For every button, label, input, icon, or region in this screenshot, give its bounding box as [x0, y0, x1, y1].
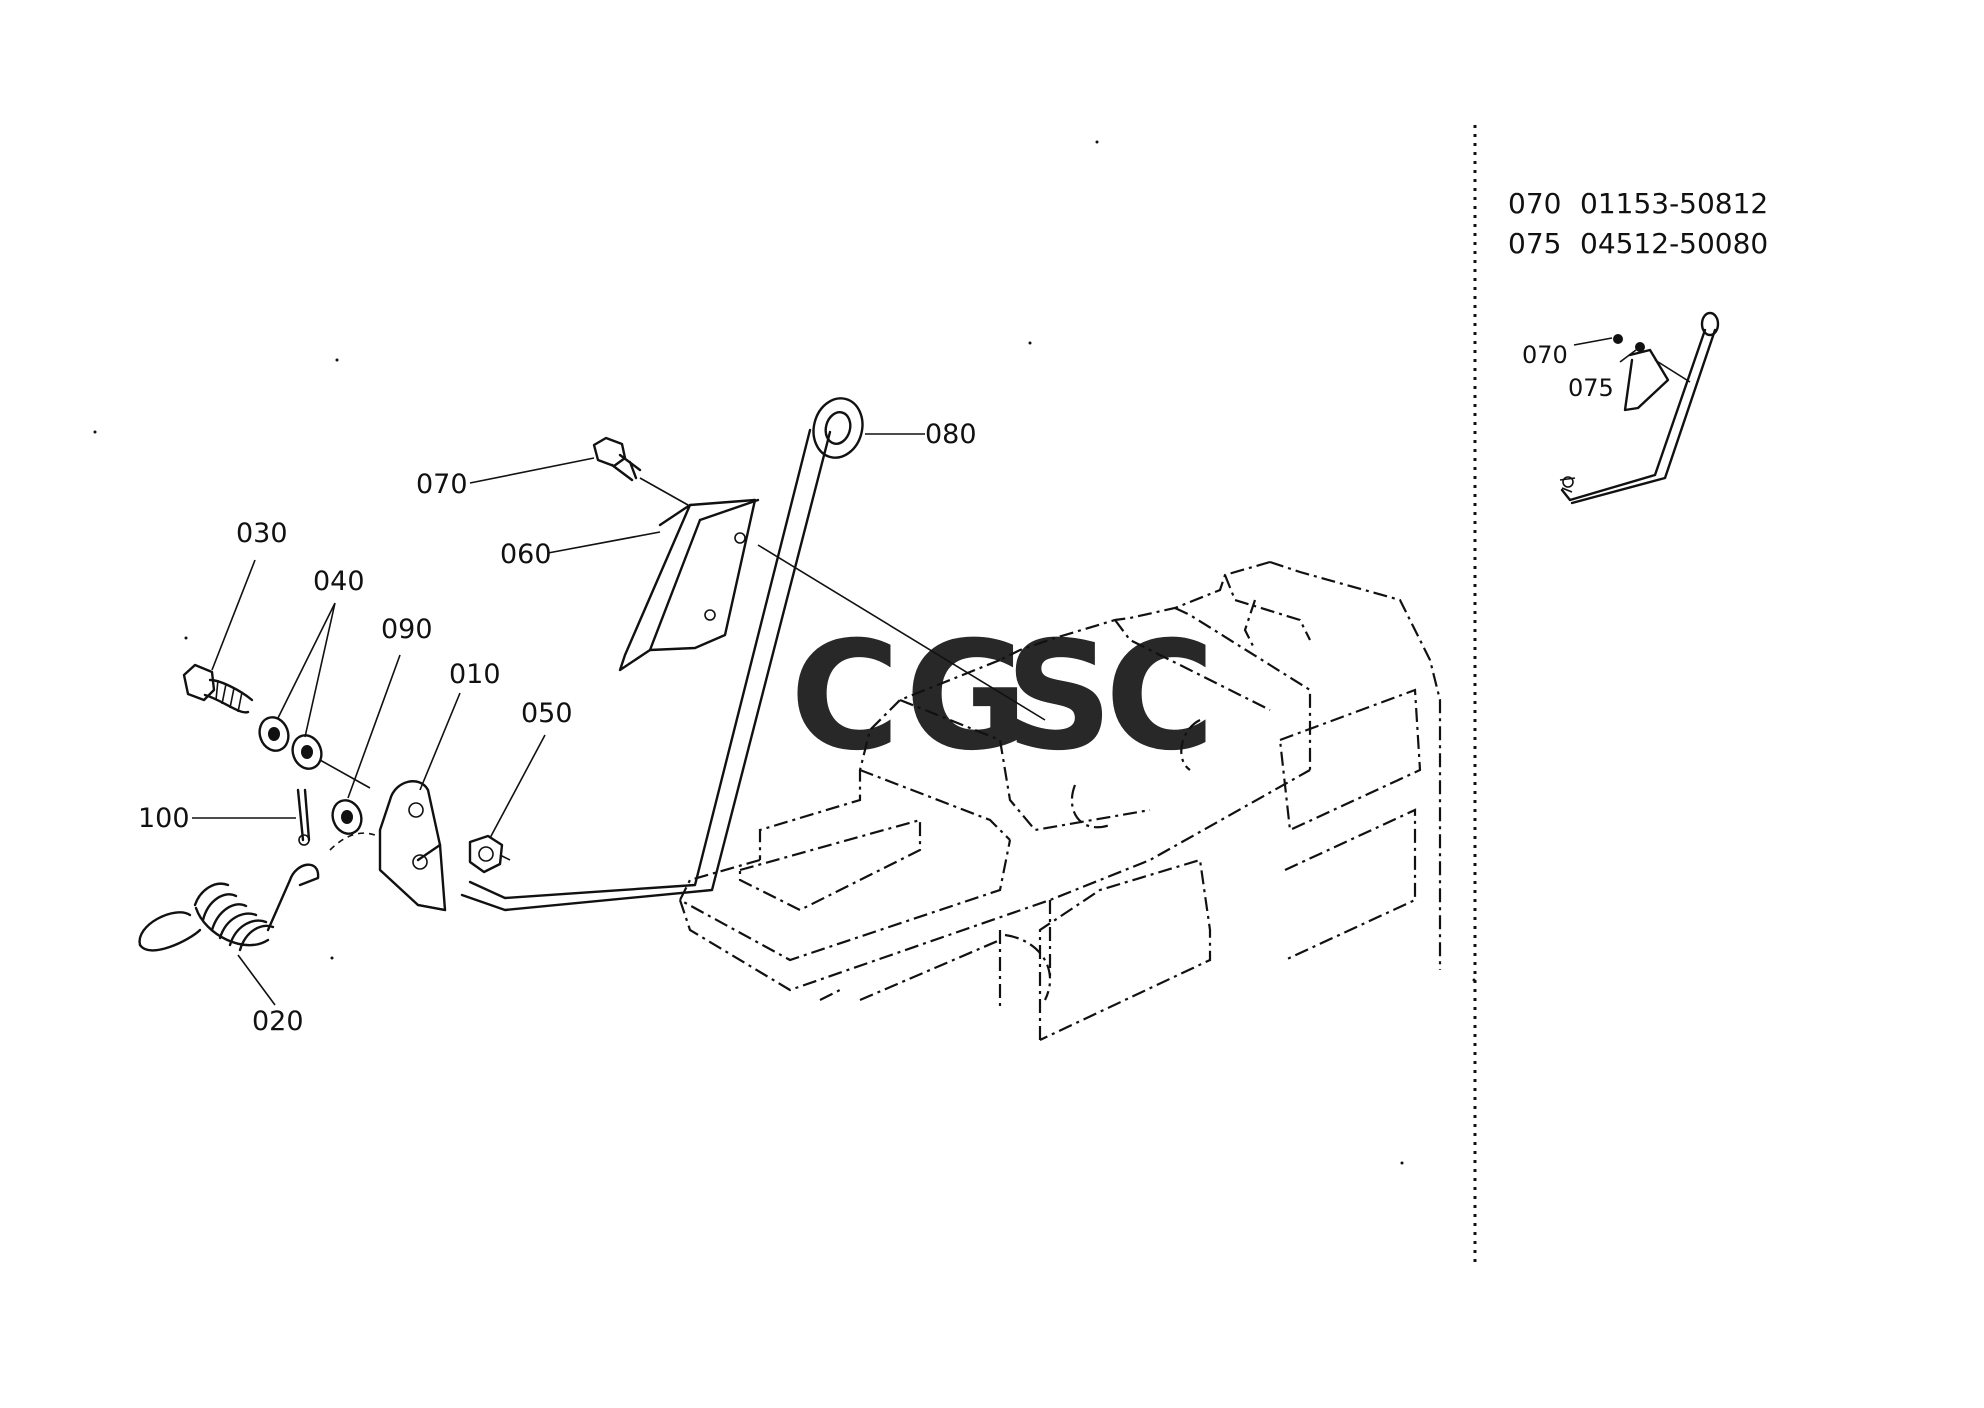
watermark-logo: C G S C	[790, 610, 1215, 784]
bracket-060	[618, 498, 760, 672]
callout-labels: 080 070 060 030 040 090 010 050 100 020	[138, 419, 977, 1037]
callout-050: 050	[521, 698, 573, 729]
table-row-1-part-number: 01153-50812	[1580, 187, 1768, 220]
leader-lines	[192, 433, 925, 1006]
bolt-070	[592, 436, 689, 506]
table-row-2-part-number: 04512-50080	[1580, 227, 1768, 260]
table-row-1-ref: 070	[1508, 187, 1561, 220]
callout-010: 010	[449, 659, 501, 690]
rod-080	[460, 397, 1046, 912]
callout-090: 090	[381, 614, 433, 645]
washers-040	[258, 716, 371, 789]
washer-090	[331, 799, 363, 835]
inset-drawing: 070 075	[1522, 311, 1720, 505]
callout-040: 040	[313, 566, 365, 597]
lever-010	[378, 780, 447, 912]
transmission-housing	[678, 560, 1442, 1041]
table-row-2-ref: 075	[1508, 227, 1561, 260]
nut-050	[468, 834, 511, 874]
watermark-letter-c2: C	[1105, 610, 1215, 784]
part-number-table: 070 01153-50812 075 04512-50080	[1508, 187, 1768, 260]
bolt-030	[182, 663, 254, 714]
scan-specks	[93, 140, 1476, 1165]
callout-060: 060	[500, 539, 552, 570]
spring-020	[138, 832, 376, 952]
callout-080: 080	[925, 419, 977, 450]
inset-callout-075: 075	[1568, 374, 1614, 402]
watermark-letter-g: G	[905, 610, 1028, 784]
pin-100	[296, 788, 311, 846]
callout-020: 020	[252, 1006, 304, 1037]
inset-callout-070: 070	[1522, 341, 1568, 369]
watermark-letter-c1: C	[790, 610, 900, 784]
callout-070: 070	[416, 469, 468, 500]
callout-100: 100	[138, 803, 190, 834]
callout-030: 030	[236, 518, 288, 549]
watermark-letter-s: S	[1005, 610, 1113, 784]
